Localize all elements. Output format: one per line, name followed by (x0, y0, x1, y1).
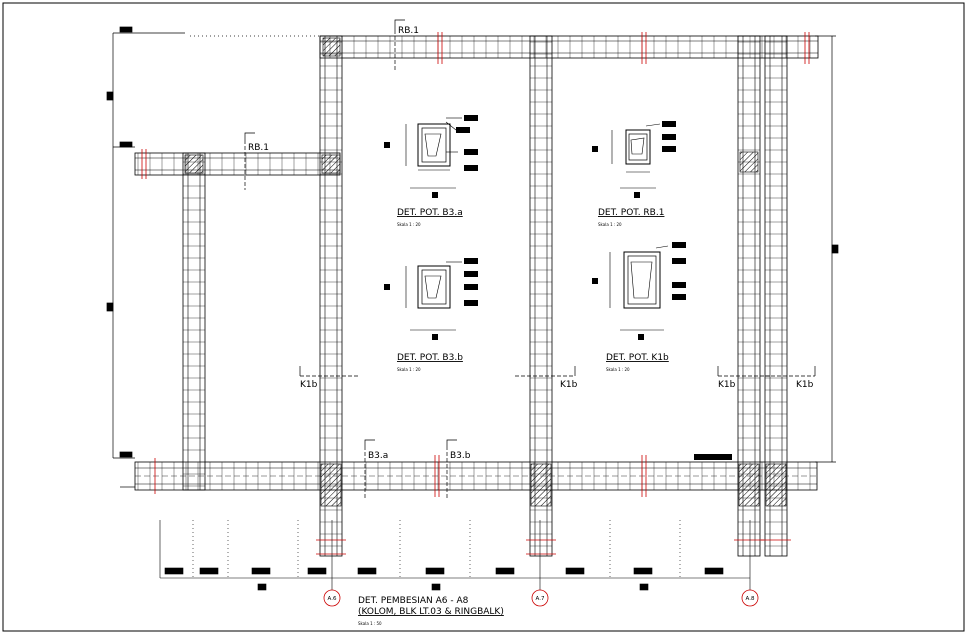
section-rb1-title: DET. POT. RB.1 (598, 208, 664, 218)
section-b3a-title: DET. POT. B3.a (397, 208, 463, 218)
bottom-beam: B3.a B3.b (120, 439, 818, 500)
section-rb1-scale: Skala 1 : 20 (598, 222, 622, 227)
section-b3a-scale: Skala 1 : 20 (397, 222, 421, 227)
b3b-tag: B3.b (450, 451, 471, 461)
b3a-tag: B3.a (368, 451, 388, 461)
k1b-tag-1: K1b (300, 380, 318, 390)
section-rb1-drawing (592, 121, 676, 198)
rb1-top-tag: RB.1 (398, 26, 419, 36)
k1b-tag-2: K1b (560, 380, 578, 390)
section-k1b-drawing (592, 242, 686, 340)
k1b-tag-4: K1b (796, 380, 814, 390)
axis-a8: A.8 (741, 589, 759, 607)
axis-a7-label: A.7 (536, 596, 545, 602)
section-b3b-drawing (384, 258, 478, 340)
column-a7 (529, 35, 553, 557)
rb1-left-tag: RB.1 (248, 143, 269, 153)
left-dimension (106, 26, 320, 459)
top-ringbalk: RB.1 (319, 19, 819, 72)
column-a6 (319, 35, 343, 557)
section-b3b-title: DET. POT. B3.b (397, 353, 463, 363)
main-title-line1: DET. PEMBESIAN A6 - A8 (358, 596, 469, 606)
k1b-tag-3: K1b (718, 380, 736, 390)
left-ringbalk: RB.1 (134, 132, 341, 190)
column-a8-2 (764, 35, 788, 557)
section-k1b-title: DET. POT. K1b (606, 353, 669, 363)
column-a8-1 (737, 35, 761, 557)
axis-a7: A.7 (531, 589, 549, 607)
column-bar-ends (316, 539, 791, 555)
column-left (182, 152, 206, 491)
axis-a6: A.6 (323, 589, 341, 607)
axis-a6-label: A.6 (328, 596, 337, 602)
axis-a8-label: A.8 (746, 596, 755, 602)
section-b3b-scale: Skala 1 : 20 (397, 367, 421, 372)
k1b-tags (299, 366, 816, 377)
main-title-line2: (KOLOM, BLK LT.03 & RINGBALK) (358, 607, 504, 617)
section-b3a-drawing (384, 115, 478, 198)
main-title-scale: Skala 1 : 50 (358, 621, 382, 626)
section-k1b-scale: Skala 1 : 20 (606, 367, 630, 372)
right-dimension (815, 35, 839, 463)
bottom-dimension (159, 520, 751, 591)
